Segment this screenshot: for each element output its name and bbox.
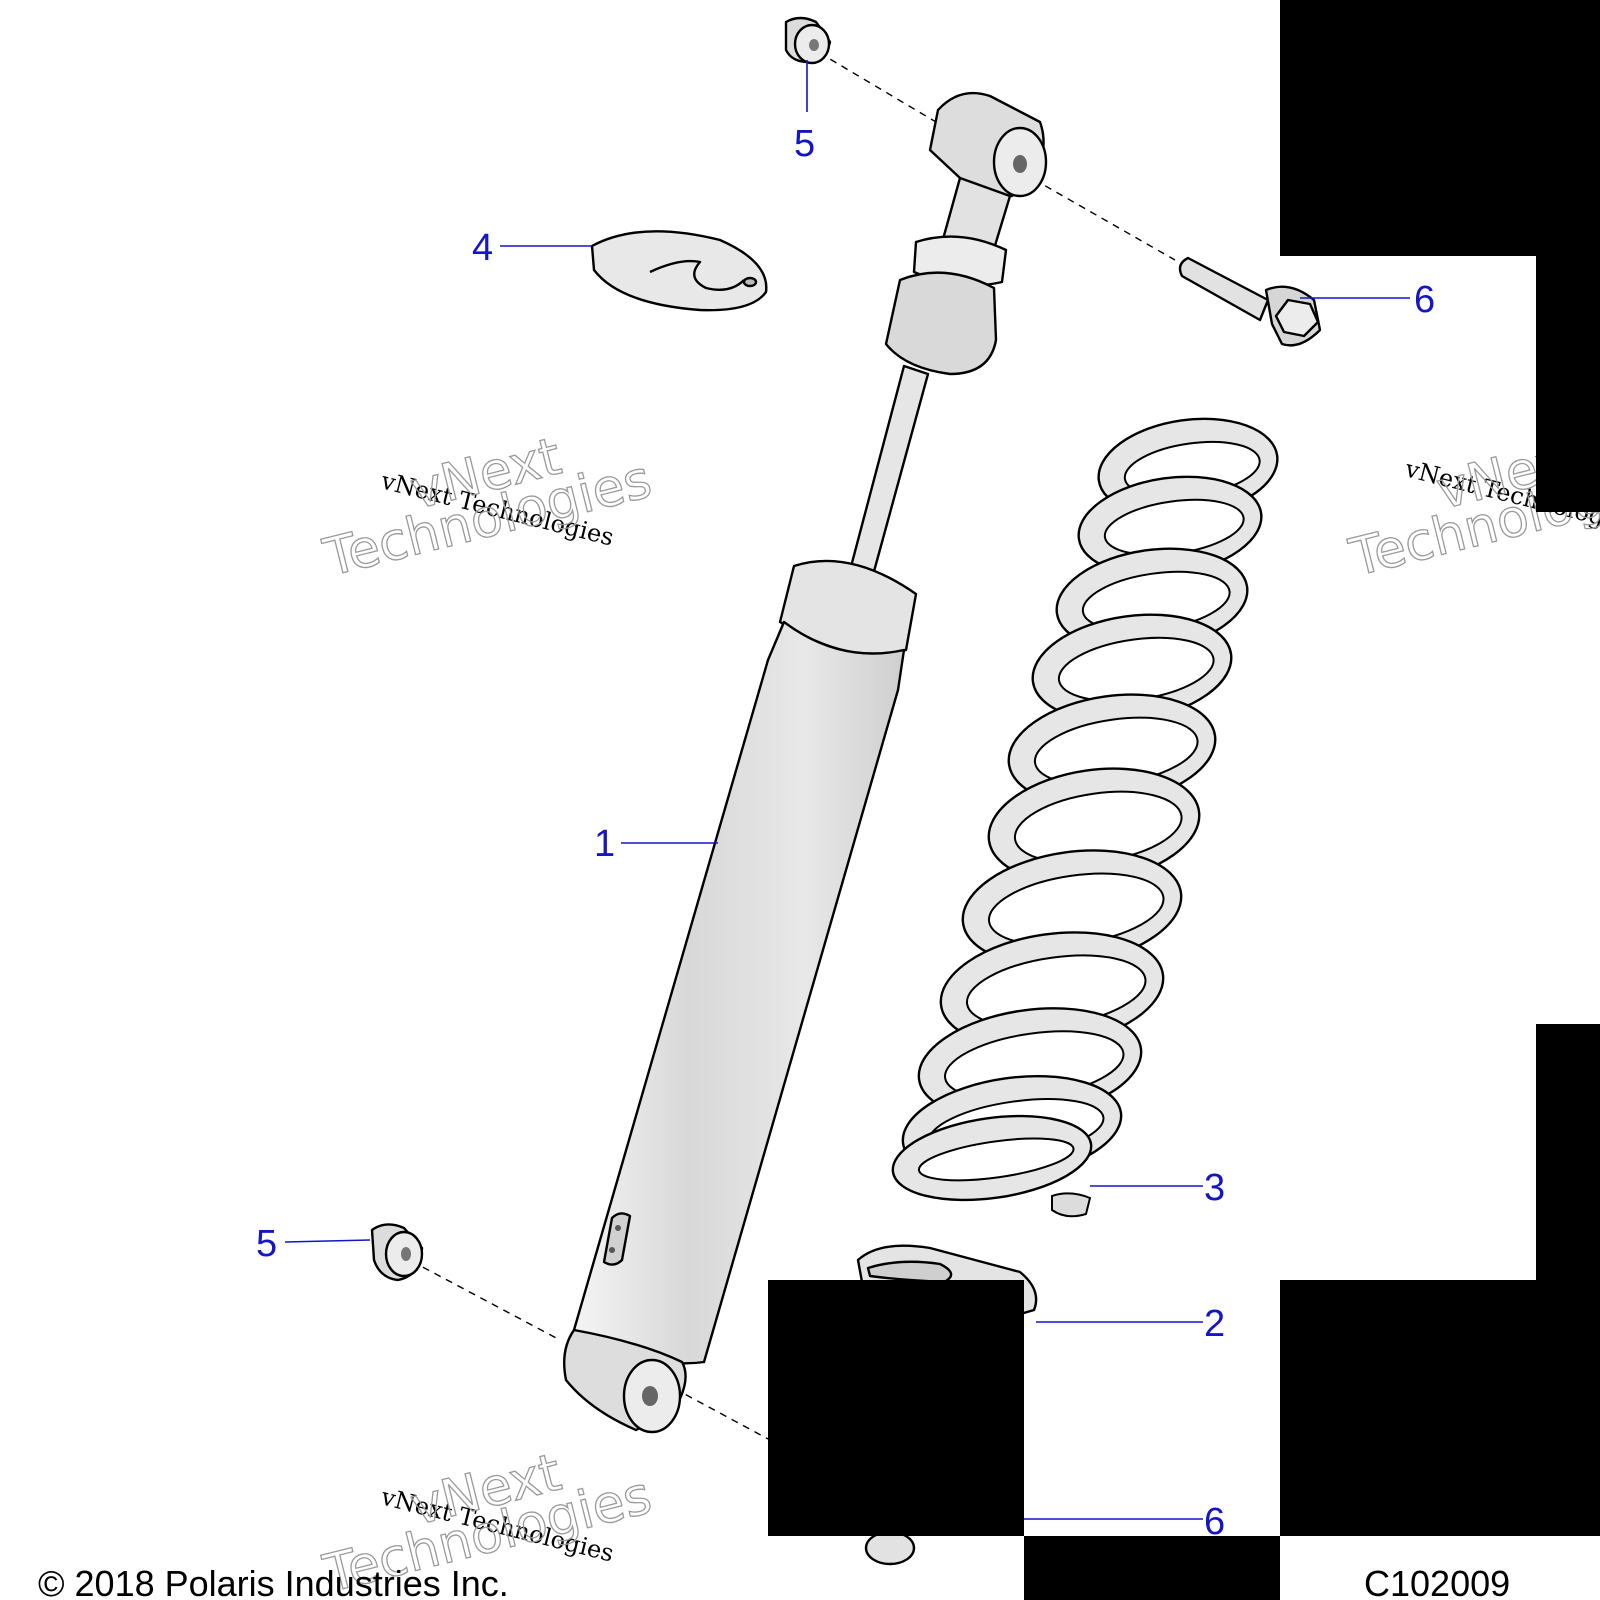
callout-6-top: 6 — [1414, 279, 1435, 321]
clip-washer — [590, 230, 768, 312]
redaction-block — [1536, 1024, 1600, 1280]
copyright-text: © 2018 Polaris Industries Inc. — [38, 1563, 509, 1600]
redaction-block — [768, 1280, 1024, 1536]
callout-4: 4 — [472, 227, 493, 269]
redaction-blocks — [768, 0, 1600, 1600]
spring-coil-inner — [917, 1137, 1075, 1182]
callout-5-top: 5 — [794, 123, 815, 165]
watermark-top-left-outline: vNext Technologies — [317, 426, 658, 589]
spring-end-tab — [1051, 1192, 1092, 1218]
shock-absorber — [563, 91, 1048, 1434]
callouts: 1 2 3 4 5 5 6 6 — [256, 123, 1435, 1543]
redaction-block — [1280, 1280, 1600, 1536]
bolt-top — [1178, 256, 1322, 347]
bushing-bottom — [370, 1223, 424, 1282]
diagram-code: C102009 — [1364, 1563, 1510, 1600]
callout-3: 3 — [1204, 1167, 1225, 1209]
redaction-block — [1280, 0, 1600, 256]
coil-spring — [891, 417, 1279, 1218]
redaction-block — [1536, 256, 1600, 512]
callout-1: 1 — [594, 823, 615, 865]
redaction-block — [1024, 1536, 1280, 1600]
callout-6-bottom: 6 — [1204, 1501, 1225, 1543]
callout-2: 2 — [1204, 1303, 1225, 1345]
leader-lines — [284, 60, 1410, 1520]
bolt-bottom — [864, 1530, 916, 1566]
callout-5-bottom: 5 — [256, 1223, 277, 1265]
bushing-top — [784, 16, 832, 65]
